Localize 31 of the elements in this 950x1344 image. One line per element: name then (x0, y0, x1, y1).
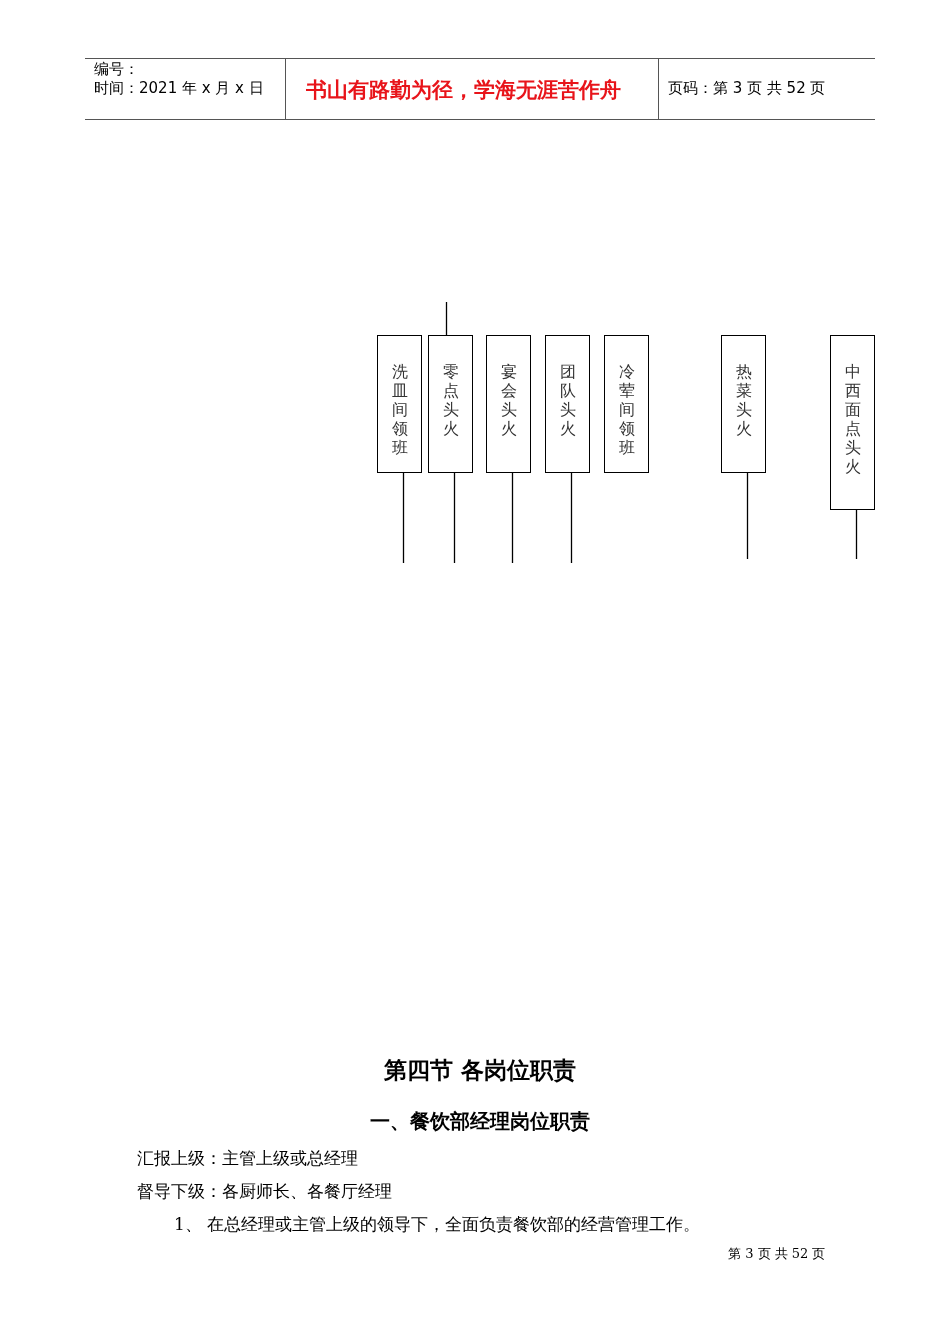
connector-line (855, 509, 858, 560)
position-title: 冷荤间领班 (618, 362, 635, 457)
connector-line (445, 301, 448, 336)
connector-line (746, 472, 749, 560)
motto-text: 书山有路勤为径，学海无涯苦作舟 (306, 77, 621, 104)
position-box (428, 335, 473, 473)
connector-line (570, 472, 573, 564)
position-box (545, 335, 590, 473)
date-field: 时间：2021 年 x 月 x 日 (94, 79, 264, 98)
position-box (721, 335, 766, 473)
position-box (486, 335, 531, 473)
field-label: 编号： (94, 60, 139, 79)
position-title: 宴会头火 (500, 362, 517, 438)
body-text: 督导下级：各厨师长、各餐厅经理 (137, 1180, 392, 1203)
numbered-paragraph: 1、 在总经理或主管上级的领导下，全面负责餐饮部的经营管理工作。 (174, 1213, 701, 1236)
subsection-heading: 一、餐饮部经理岗位职责 (370, 1108, 590, 1135)
page-footer: 第 3 页 共 52 页 (728, 1245, 826, 1263)
section-heading: 第四节 各岗位职责 (384, 1055, 576, 1085)
body-text: 汇报上级：主管上级或总经理 (137, 1147, 358, 1170)
position-box (830, 335, 875, 510)
position-title: 洗皿间领班 (391, 362, 408, 457)
connector-line (453, 472, 456, 564)
position-title: 团队头火 (559, 362, 576, 438)
position-box (604, 335, 649, 473)
page-number: 页码：第 3 页 共 52 页 (668, 79, 826, 98)
connector-line (402, 472, 405, 564)
position-box (377, 335, 422, 473)
position-title: 零点头火 (442, 362, 459, 438)
connector-line (511, 472, 514, 564)
position-title: 热菜头火 (735, 362, 752, 438)
position-title: 中西面点头火 (844, 362, 861, 476)
